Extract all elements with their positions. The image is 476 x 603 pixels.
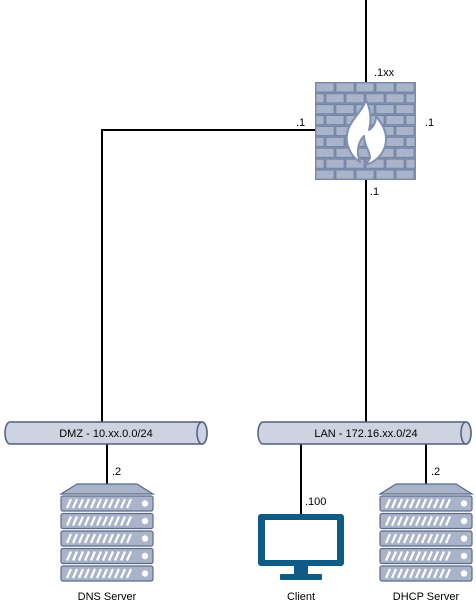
dhcp-server-label: DHCP Server — [393, 591, 460, 603]
dmz-label: DMZ - 10.xx.0.0/24 — [59, 428, 153, 440]
dhcp-ip-label: .2 — [431, 466, 440, 478]
dmz-link — [101, 129, 315, 422]
fw-label-top: .1xx — [374, 67, 395, 79]
client-ip-label: .100 — [305, 496, 326, 508]
dns-server-label: DNS Server — [78, 591, 137, 603]
dhcp-server[interactable]: DHCP Server — [377, 483, 475, 603]
lan-label: LAN - 172.16.xx.0/24 — [314, 428, 417, 440]
monitor-icon — [258, 514, 344, 580]
server-icon — [377, 483, 475, 582]
flame-icon — [345, 99, 387, 166]
links — [101, 0, 427, 514]
fw-label-left: .1 — [296, 117, 305, 129]
client[interactable]: Client — [258, 514, 344, 603]
lan-bus[interactable]: LAN - 172.16.xx.0/24 — [257, 421, 472, 445]
fw-label-bottom: .1 — [370, 186, 379, 198]
dmz-bus[interactable]: DMZ - 10.xx.0.0/24 — [4, 421, 208, 445]
fw-label-right: .1 — [425, 117, 434, 129]
firewall-icon[interactable] — [315, 82, 416, 180]
client-label: Client — [287, 591, 315, 603]
server-icon — [58, 483, 156, 582]
dns-server[interactable]: DNS Server — [58, 483, 156, 603]
dns-ip-label: .2 — [112, 466, 121, 478]
